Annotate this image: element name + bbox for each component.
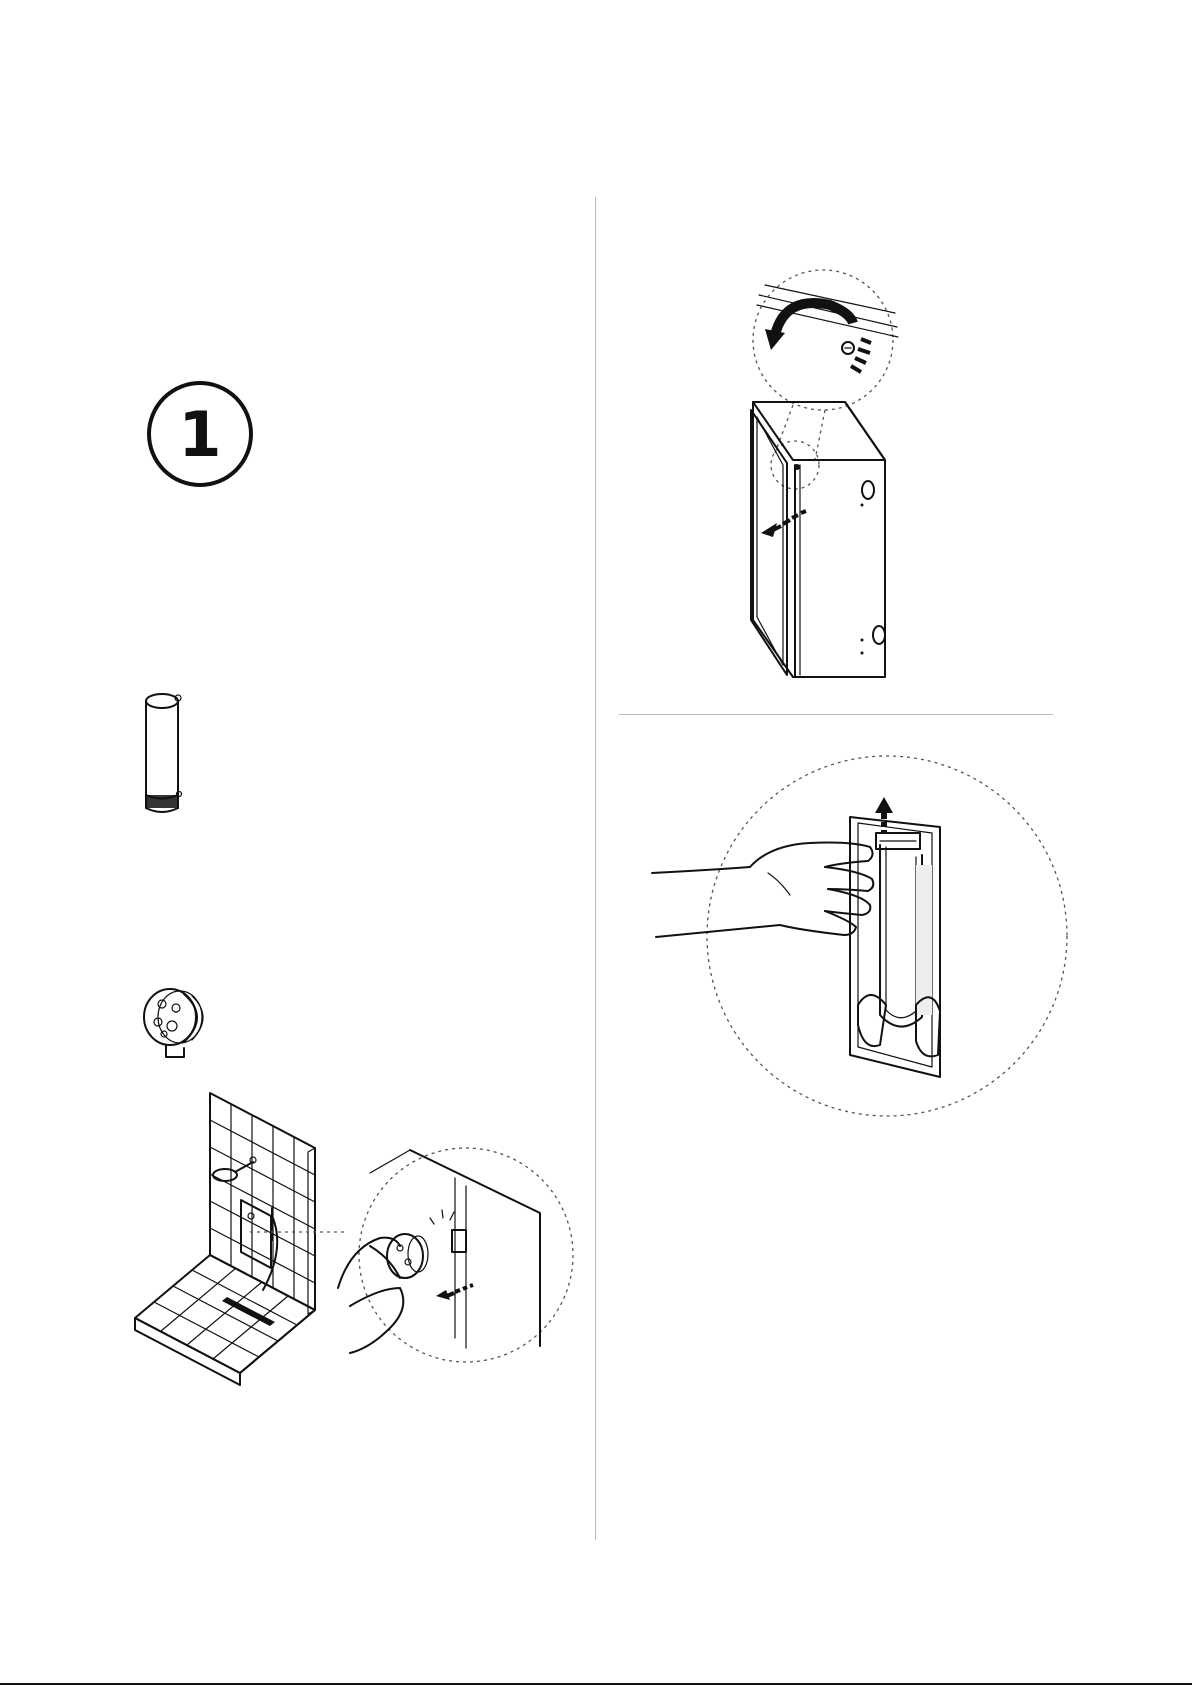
cylinder-cartridge-icon xyxy=(140,690,190,820)
step-badge: 1 xyxy=(146,380,254,488)
rotate-screw-icon xyxy=(745,265,930,680)
step-number: 1 xyxy=(146,380,254,488)
connector-insert-detail xyxy=(250,1138,575,1363)
hand-insert-icon xyxy=(250,1138,575,1363)
column-divider xyxy=(595,197,596,1540)
filter-cartridge xyxy=(140,690,190,820)
round-connector-icon xyxy=(140,982,220,1062)
cover-unscrew xyxy=(745,265,930,680)
hand-lift-icon xyxy=(650,755,1060,1120)
section-divider xyxy=(619,714,1053,715)
cartridge-remove-detail xyxy=(650,755,1060,1120)
quick-connector xyxy=(140,982,220,1062)
